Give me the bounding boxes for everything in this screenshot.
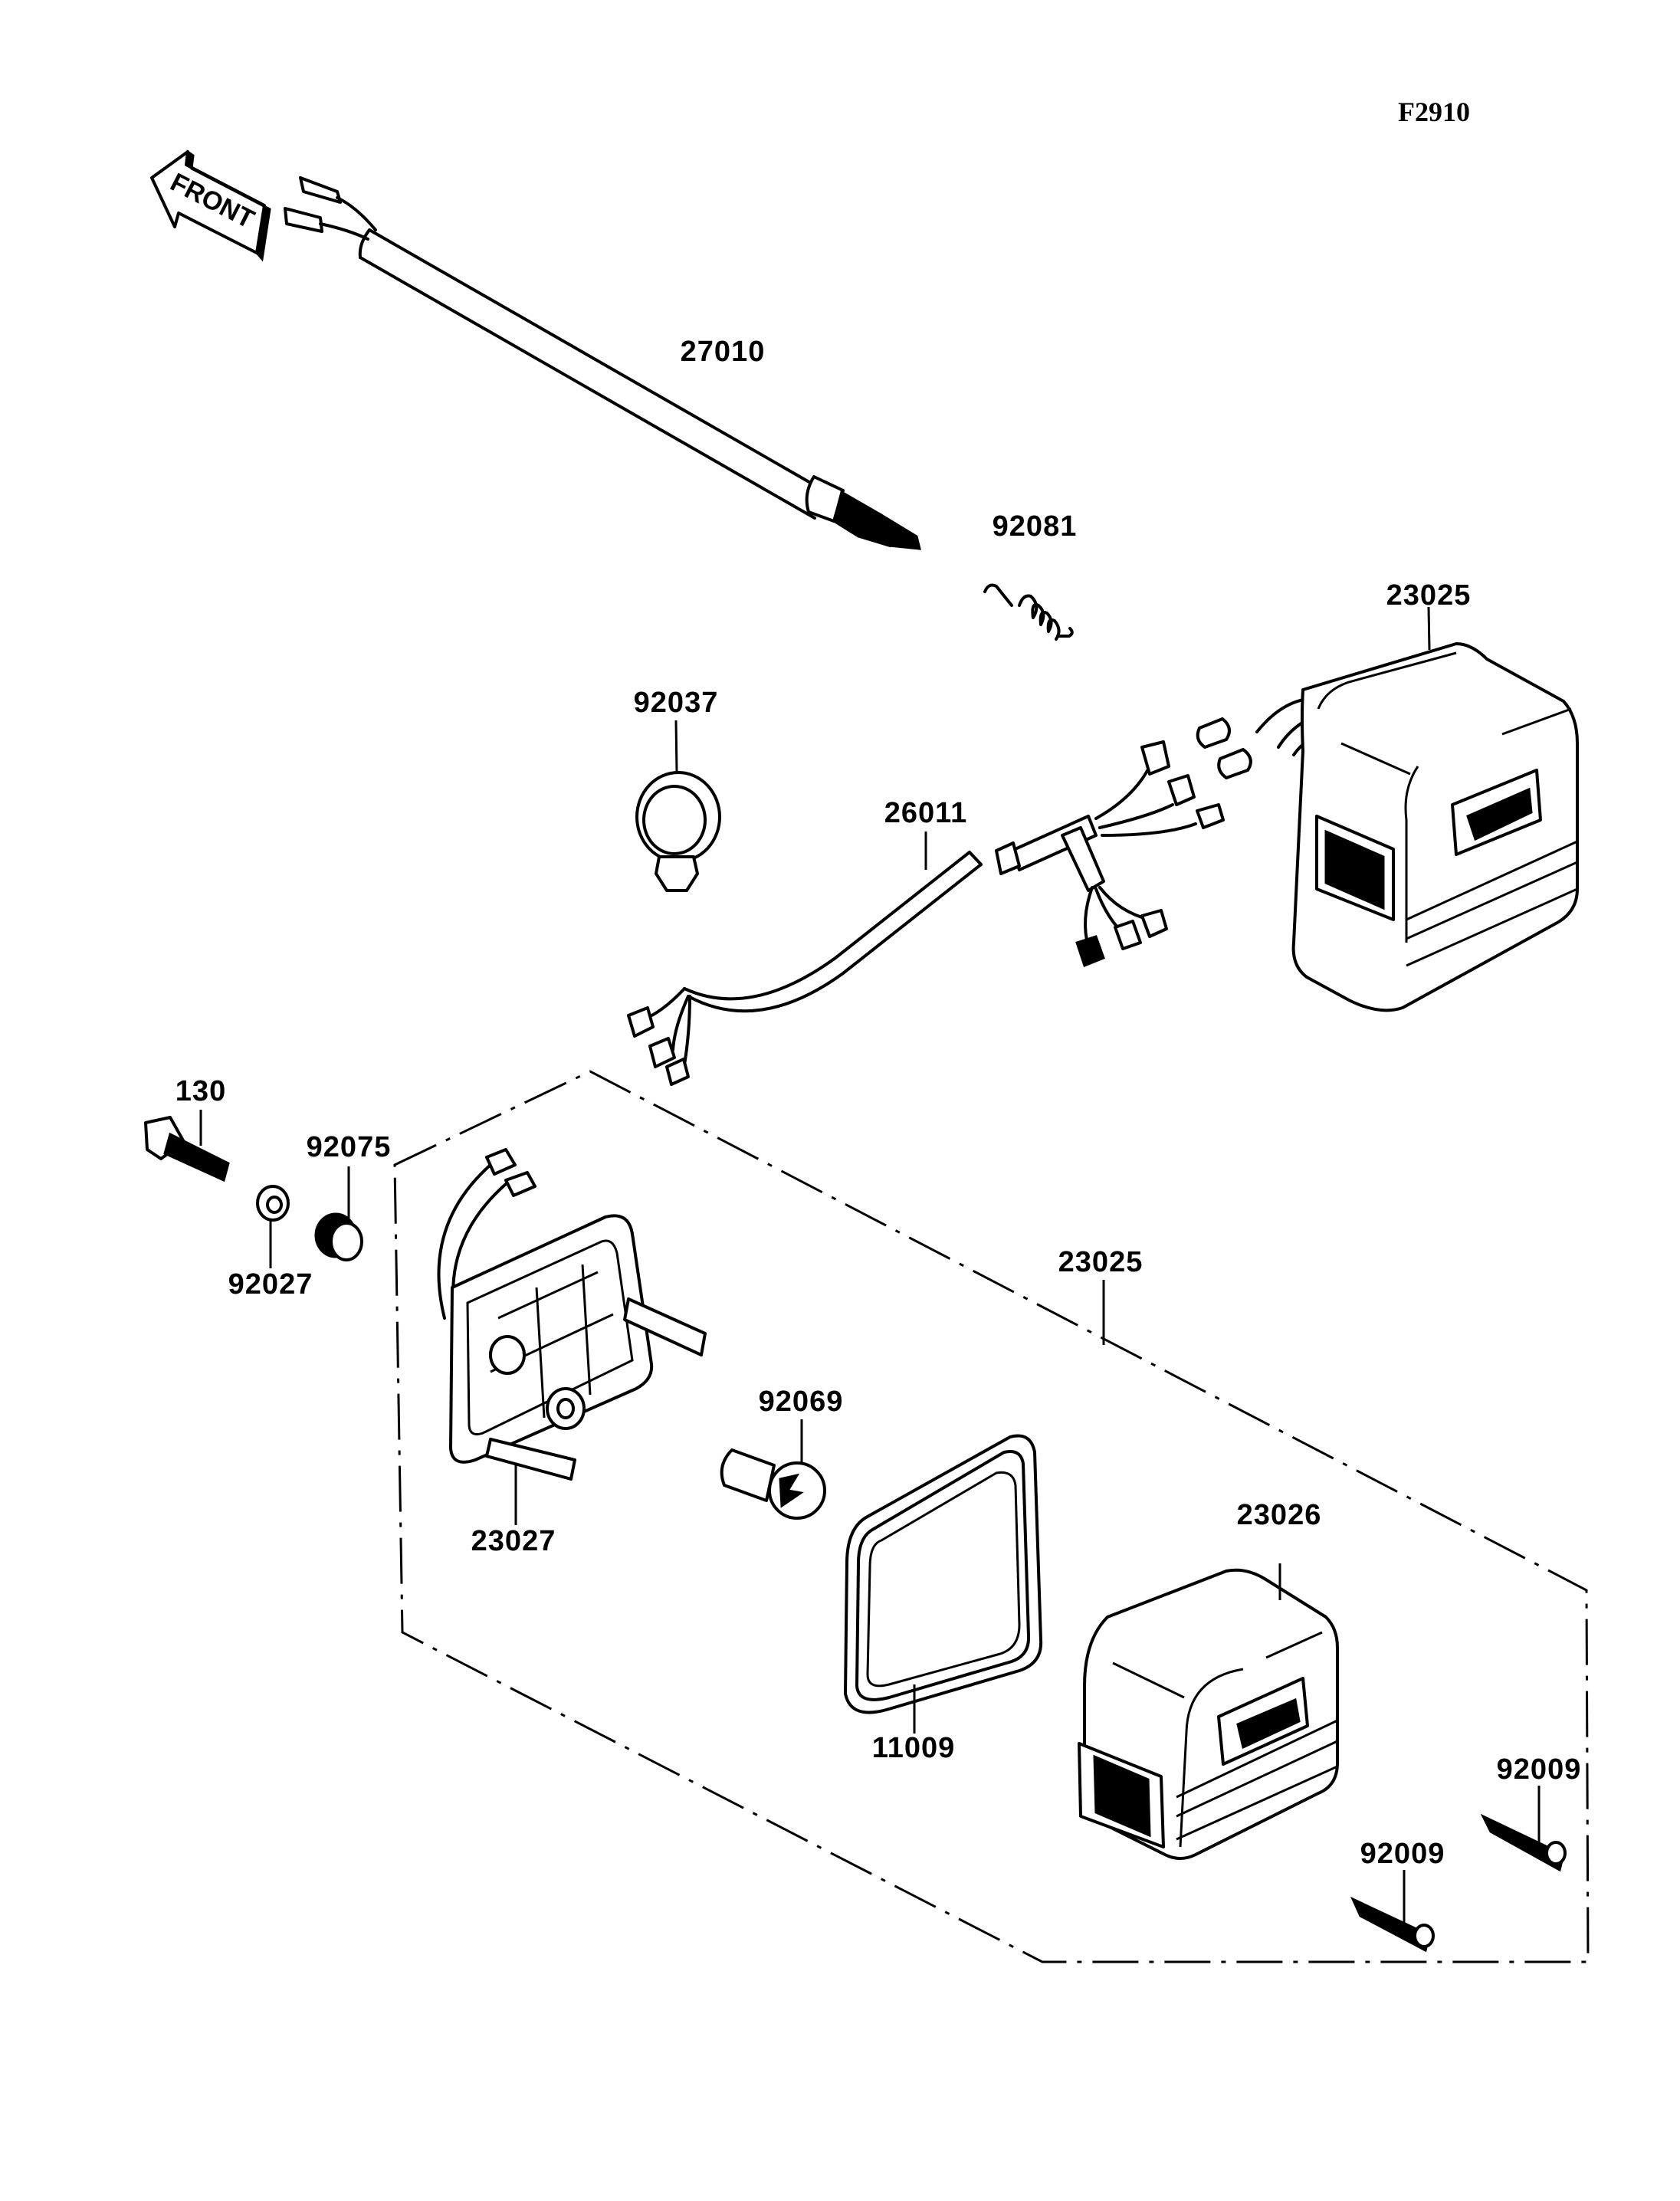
callout-92069[interactable]: 92069 (758, 1386, 844, 1418)
spring-92081[interactable] (983, 583, 1074, 641)
bolt-130[interactable] (144, 1110, 230, 1183)
callout-130[interactable]: 130 (175, 1075, 227, 1107)
clamp-92037[interactable] (635, 720, 721, 892)
figure-code: F2910 (1398, 97, 1470, 127)
callout-23025-top[interactable]: 23025 (1386, 579, 1472, 612)
gasket-11009[interactable] (844, 1434, 1043, 1734)
wiring-harness-26011[interactable] (627, 740, 1225, 1086)
screw-92009-a[interactable] (1480, 1786, 1567, 1872)
collar-92027[interactable] (256, 1185, 290, 1268)
tail-lamp-assembly-23025[interactable] (1196, 606, 1579, 1012)
callout-92027[interactable]: 92027 (228, 1268, 313, 1301)
lamp-housing-23027[interactable] (437, 1148, 707, 1525)
front-arrow-icon: FRONT (150, 149, 271, 262)
callout-92037[interactable]: 92037 (633, 687, 719, 719)
callout-92009-b[interactable]: 92009 (1360, 1838, 1445, 1870)
callout-23026[interactable]: 23026 (1236, 1499, 1322, 1531)
callout-27010[interactable]: 27010 (680, 336, 766, 368)
callout-26011[interactable]: 26011 (884, 797, 968, 829)
screw-92009-b[interactable] (1350, 1870, 1435, 1953)
callout-11009[interactable]: 11009 (871, 1732, 956, 1764)
callout-92009-a[interactable]: 92009 (1496, 1753, 1582, 1786)
callout-23025-group[interactable]: 23025 (1058, 1246, 1144, 1278)
damper-92075[interactable] (314, 1166, 363, 1261)
callout-23027[interactable]: 23027 (471, 1525, 556, 1557)
assembly-group-outline (393, 1070, 1590, 1963)
lens-23026[interactable] (1078, 1563, 1339, 1860)
callout-92075[interactable]: 92075 (306, 1131, 392, 1163)
switch-cable-27010[interactable] (284, 176, 921, 550)
callout-92081[interactable]: 92081 (992, 510, 1078, 543)
bulb-92069[interactable] (720, 1419, 826, 1520)
